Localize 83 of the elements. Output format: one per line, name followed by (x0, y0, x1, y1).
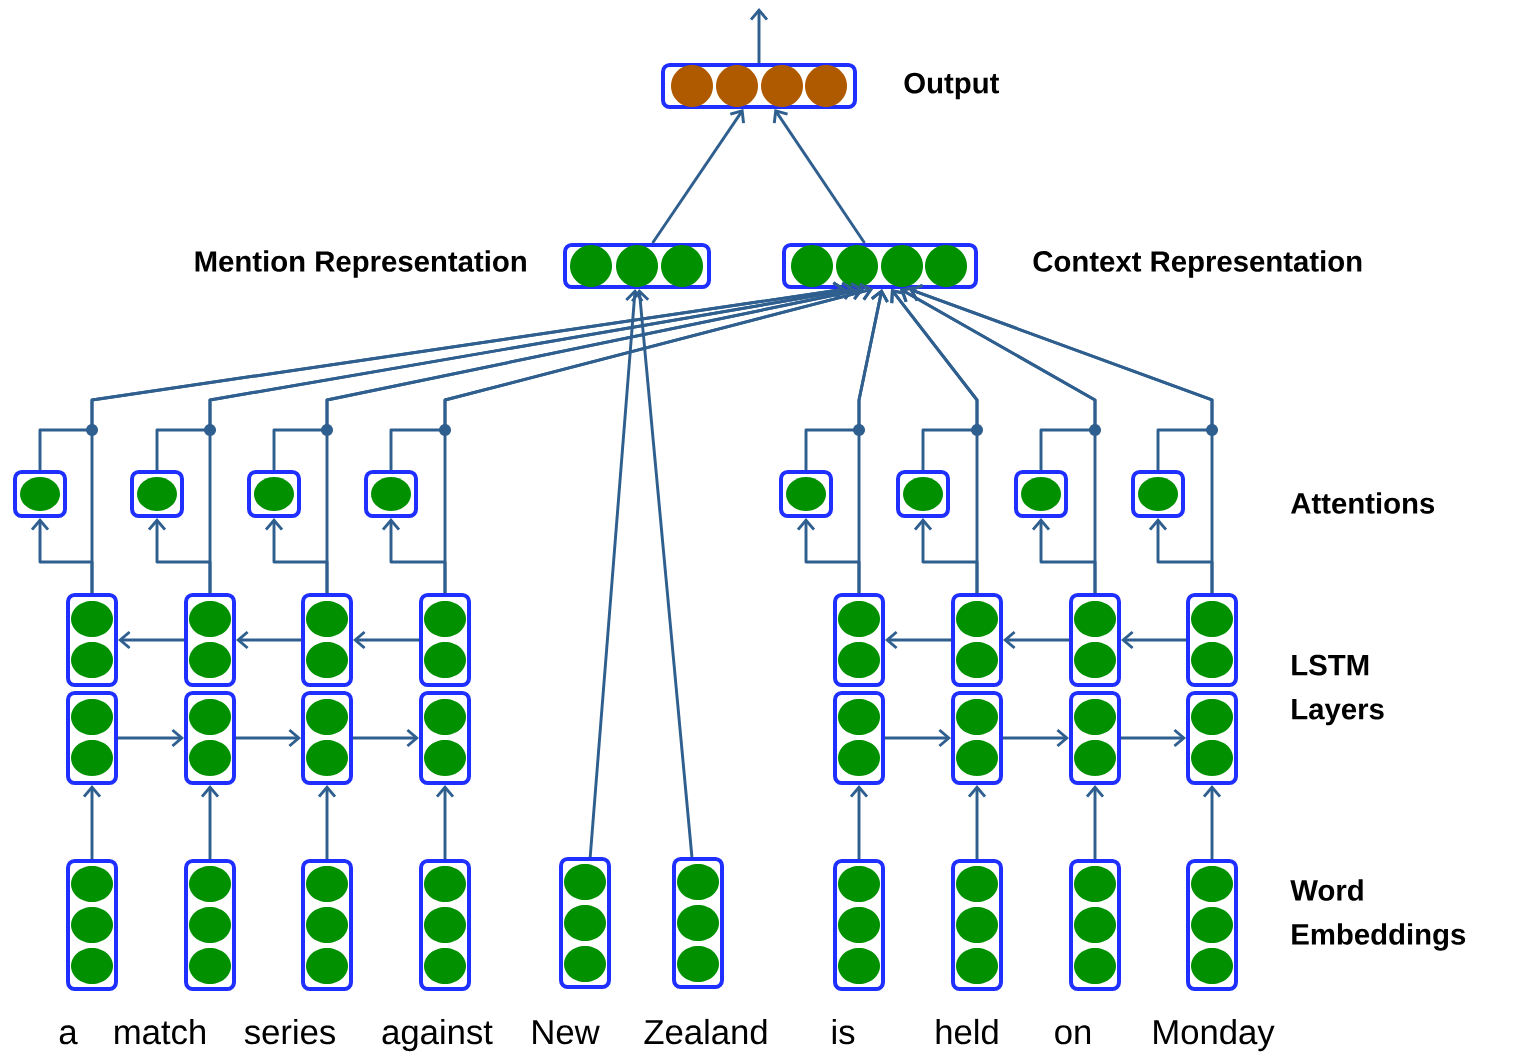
vector-box (1014, 470, 1068, 518)
arrow (849, 785, 869, 859)
arrow (38, 281, 846, 470)
vector-box (184, 593, 236, 687)
vector-box (301, 859, 353, 991)
vector-box (301, 691, 353, 785)
arrow (272, 282, 864, 470)
layer-label: Word Embeddings (1290, 879, 1466, 951)
vector-box (833, 859, 885, 991)
arrow (200, 785, 220, 859)
vector-box (951, 691, 1003, 785)
heading-label: Context Representation (1033, 250, 1362, 278)
vector-box (1186, 859, 1238, 991)
word-label: a (59, 1025, 78, 1045)
word-label: held (936, 1018, 998, 1045)
vector-box (364, 470, 418, 518)
vector-box (1186, 691, 1238, 785)
vector-box (419, 691, 471, 785)
vector-box (1186, 593, 1238, 687)
vector-box (130, 470, 184, 518)
arrow (353, 630, 419, 650)
vector-box (896, 470, 950, 518)
heading-label: Output (904, 72, 1000, 100)
vector-box (419, 859, 471, 991)
vector-box (833, 691, 885, 785)
layer-label: Attentions (1291, 492, 1435, 514)
vector-box (247, 470, 301, 518)
arrow (1202, 785, 1222, 859)
arrow (749, 8, 769, 63)
word-label: match (115, 1018, 205, 1045)
arrow (236, 728, 301, 748)
vector-box (833, 593, 885, 687)
word-label: is (832, 1018, 855, 1045)
arrow (772, 109, 866, 244)
word-label: series (244, 1018, 335, 1045)
vector-box (419, 593, 471, 687)
heading-label: Mention Representation (195, 250, 526, 278)
layer-label: LSTM Layers (1292, 654, 1384, 726)
arrow (389, 282, 873, 470)
arrow (155, 281, 855, 470)
arrow (885, 728, 951, 748)
word-label: on (1055, 1025, 1091, 1045)
word-label: against (382, 1018, 493, 1052)
arrow (588, 289, 644, 858)
arrow (804, 289, 889, 470)
vector-box (301, 593, 353, 687)
vector-box (559, 857, 611, 989)
vector-box (66, 691, 118, 785)
arrow (435, 785, 455, 859)
arrow (890, 289, 979, 470)
vector-box (184, 859, 236, 991)
word-label: Zealand (644, 1018, 767, 1045)
vector-box (66, 859, 118, 991)
arrow (967, 785, 987, 859)
vector-box (1069, 691, 1121, 785)
arrow (1085, 785, 1105, 859)
vector-box (66, 593, 118, 687)
vector-box (184, 691, 236, 785)
arrow (118, 728, 184, 748)
arrow (236, 630, 301, 650)
vector-box (951, 859, 1003, 991)
arrow (631, 289, 694, 858)
arrow (1121, 630, 1186, 650)
vector-box (1131, 470, 1185, 518)
arrow (885, 630, 951, 650)
arrow (118, 630, 184, 650)
word-label: Monday (1154, 1018, 1275, 1052)
vector-box (779, 470, 833, 518)
word-label: New (533, 1020, 600, 1045)
vector-box (1069, 593, 1121, 687)
arrow (1003, 728, 1069, 748)
arrow (353, 728, 419, 748)
vector-box (13, 470, 67, 518)
vector-box (672, 857, 724, 989)
arrow (1121, 728, 1186, 748)
vector-box (951, 593, 1003, 687)
arrow (900, 286, 1097, 470)
arrow (317, 785, 337, 859)
vector-box (1069, 859, 1121, 991)
arrow (1003, 630, 1069, 650)
arrow (82, 785, 102, 859)
arrow (651, 109, 745, 244)
arrow (909, 284, 1214, 470)
